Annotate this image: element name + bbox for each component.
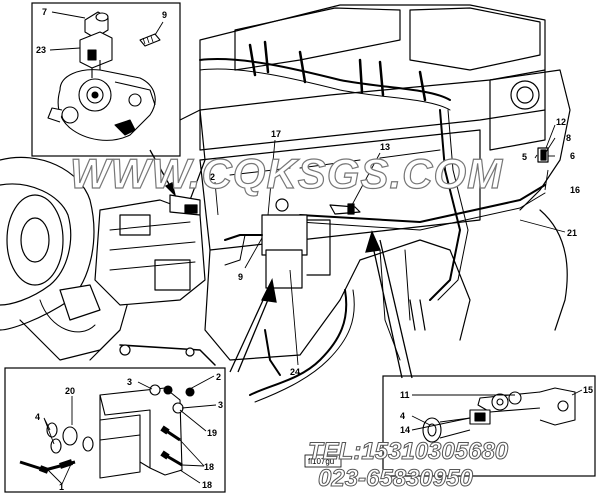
callout-14: 14 (400, 425, 410, 435)
watermark-site: WWW.CQKSGS.COM (70, 150, 503, 198)
callout-22: 22 (205, 172, 215, 182)
callout-17: 17 (271, 129, 281, 139)
leader-lines (43, 11, 583, 485)
figure-id: fl107gu (308, 457, 334, 466)
inset-bracket-detail (4, 367, 226, 493)
watermark: WWW.CQKSGS.COM TEL:15310305680 023-65830… (69, 149, 509, 492)
callout-4-left: 4 (35, 412, 40, 422)
callout-16: 16 (570, 185, 580, 195)
callout-6: 6 (570, 151, 575, 161)
callout-15: 15 (583, 385, 593, 395)
callout-3a: 3 (127, 377, 132, 387)
callout-8: 8 (566, 133, 571, 143)
callout-labels: 7 9 23 17 13 22 12 8 5 6 16 21 9 24 20 3… (35, 7, 593, 492)
callout-5: 5 (522, 152, 527, 162)
figure-id-box (304, 454, 342, 468)
callout-4-right: 4 (400, 411, 405, 421)
watermark-phone: 023-65830950 (318, 465, 473, 492)
callout-3b: 3 (218, 400, 223, 410)
callout-21: 21 (567, 228, 577, 238)
callout-9-main: 9 (238, 272, 243, 282)
watermark-tel: TEL:15310305680 (308, 438, 509, 465)
callout-7: 7 (42, 7, 47, 17)
callout-13: 13 (380, 142, 390, 152)
callout-2: 2 (216, 372, 221, 382)
callout-9-inset: 9 (162, 10, 167, 20)
callout-18a: 18 (204, 462, 214, 472)
callout-12: 12 (556, 117, 566, 127)
callout-19: 19 (207, 428, 217, 438)
callout-arrows (149, 149, 413, 379)
callout-23: 23 (36, 45, 46, 55)
engine-line-art (0, 4, 571, 403)
callout-18b: 18 (202, 480, 212, 490)
callout-24: 24 (290, 367, 300, 377)
callout-11: 11 (400, 390, 410, 400)
callout-20: 20 (65, 386, 75, 396)
callout-1: 1 (59, 482, 64, 492)
inset-valve-detail (31, 2, 181, 157)
